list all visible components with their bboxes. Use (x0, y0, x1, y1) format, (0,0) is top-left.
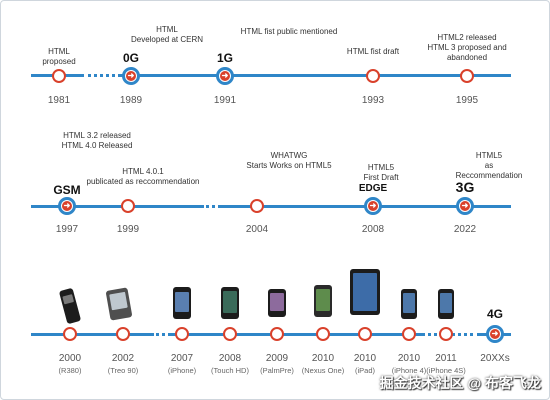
event-year: 2008 (218, 353, 242, 364)
event-note: HTML5 First Draft (363, 163, 399, 182)
timeline-row-1: HTML proposed 1981 HTML Developed at CER… (1, 1, 549, 121)
device-model: (R380) (58, 366, 82, 375)
device-model: (PalmPre) (260, 366, 294, 375)
generation-label: 1G (216, 51, 234, 65)
timeline-node-highlight: ➜ (456, 197, 474, 215)
generation-label: 3G (455, 179, 475, 195)
event-year: 2009 (265, 353, 289, 364)
timeline-line (171, 333, 421, 336)
timeline-node (223, 327, 237, 341)
event-note: HTML fist public mentioned (240, 27, 338, 36)
event-year: 2022 (453, 224, 477, 235)
event-note: HTML proposed (42, 47, 76, 66)
phone-icon-palmpre (268, 289, 286, 317)
timeline-node (121, 199, 135, 213)
event-year: 2004 (245, 224, 269, 235)
phone-icon-r380 (58, 287, 82, 325)
event-year: 20XXs (480, 353, 510, 364)
timeline-node (358, 327, 372, 341)
timeline-row-3: 4G ➜ 2000 2002 2007 2008 2009 2010 2010 … (1, 251, 549, 399)
watermark: 掘金技术社区 @ 布客飞龙 (379, 375, 541, 391)
event-year: 2010 (397, 353, 421, 364)
event-note: WHATWG Starts Works on HTML5 (246, 151, 332, 170)
device-model: (iPhone) (167, 366, 197, 375)
phone-icon-iphone (173, 287, 191, 319)
timeline-node (175, 327, 189, 341)
event-year: 1997 (55, 224, 79, 235)
generation-label: GSM (53, 183, 81, 197)
device-model: (iPhone 4S) (426, 366, 466, 375)
event-year: 2002 (111, 353, 135, 364)
event-year: 2010 (311, 353, 335, 364)
timeline-line (31, 205, 201, 208)
event-year: 1989 (119, 95, 143, 106)
phone-icon-treo (105, 287, 133, 321)
timeline-dash (201, 205, 221, 208)
timeline-node (116, 327, 130, 341)
timeline-node-highlight: ➜ (216, 67, 234, 85)
event-year: 2000 (58, 353, 82, 364)
event-note: HTML2 released HTML 3 proposed and aband… (427, 33, 507, 62)
event-year: 1995 (455, 95, 479, 106)
event-note: HTML 3.2 released HTML 4.0 Released (61, 131, 133, 150)
timeline-node-highlight: ➜ (486, 325, 504, 343)
device-model: (iPad) (354, 366, 376, 375)
timeline-node (460, 69, 474, 83)
event-note: HTML5 as Reccommendation (455, 151, 523, 180)
device-model: (iPhone 4) (391, 366, 427, 375)
timeline-row-2: HTML 3.2 released HTML 4.0 Released GSM … (1, 121, 549, 251)
event-year: 2011 (435, 353, 457, 364)
timeline-line (121, 74, 511, 77)
timeline-node (366, 69, 380, 83)
phone-icon-iphone4s (438, 289, 454, 319)
generation-label: EDGE (358, 183, 388, 194)
phone-icon-nexusone (314, 285, 332, 317)
timeline-node (52, 69, 66, 83)
event-year: 1999 (116, 224, 140, 235)
timeline-node (439, 327, 453, 341)
timeline-node-highlight: ➜ (58, 197, 76, 215)
timeline-node (316, 327, 330, 341)
device-model: (Touch HD) (211, 366, 249, 375)
timeline-node-highlight: ➜ (364, 197, 382, 215)
tablet-icon-ipad (350, 269, 380, 315)
event-year: 2007 (170, 353, 194, 364)
timeline-node (63, 327, 77, 341)
phone-icon-iphone4 (401, 289, 417, 319)
event-year: 1981 (47, 95, 71, 106)
generation-label: 0G (122, 51, 140, 65)
event-year: 1993 (361, 95, 385, 106)
timeline-node (250, 199, 264, 213)
event-year: 2010 (353, 353, 377, 364)
timeline-dash (81, 74, 121, 77)
event-note: HTML fist draft (346, 47, 400, 56)
event-note: HTML 4.0.1 publicated as reccommendation (86, 167, 200, 186)
device-model: (Nexus One) (301, 366, 345, 375)
timeline-node (270, 327, 284, 341)
generation-label: 4G (486, 307, 504, 321)
timeline-dash (151, 333, 171, 336)
event-year: 1991 (213, 95, 237, 106)
phone-icon-touchhd (221, 287, 239, 319)
device-model: (Treo 90) (107, 366, 139, 375)
timeline-line (31, 333, 151, 336)
event-year: 2008 (361, 224, 385, 235)
timeline-node (402, 327, 416, 341)
timeline-node-highlight: ➜ (122, 67, 140, 85)
event-note: HTML Developed at CERN (130, 25, 204, 44)
